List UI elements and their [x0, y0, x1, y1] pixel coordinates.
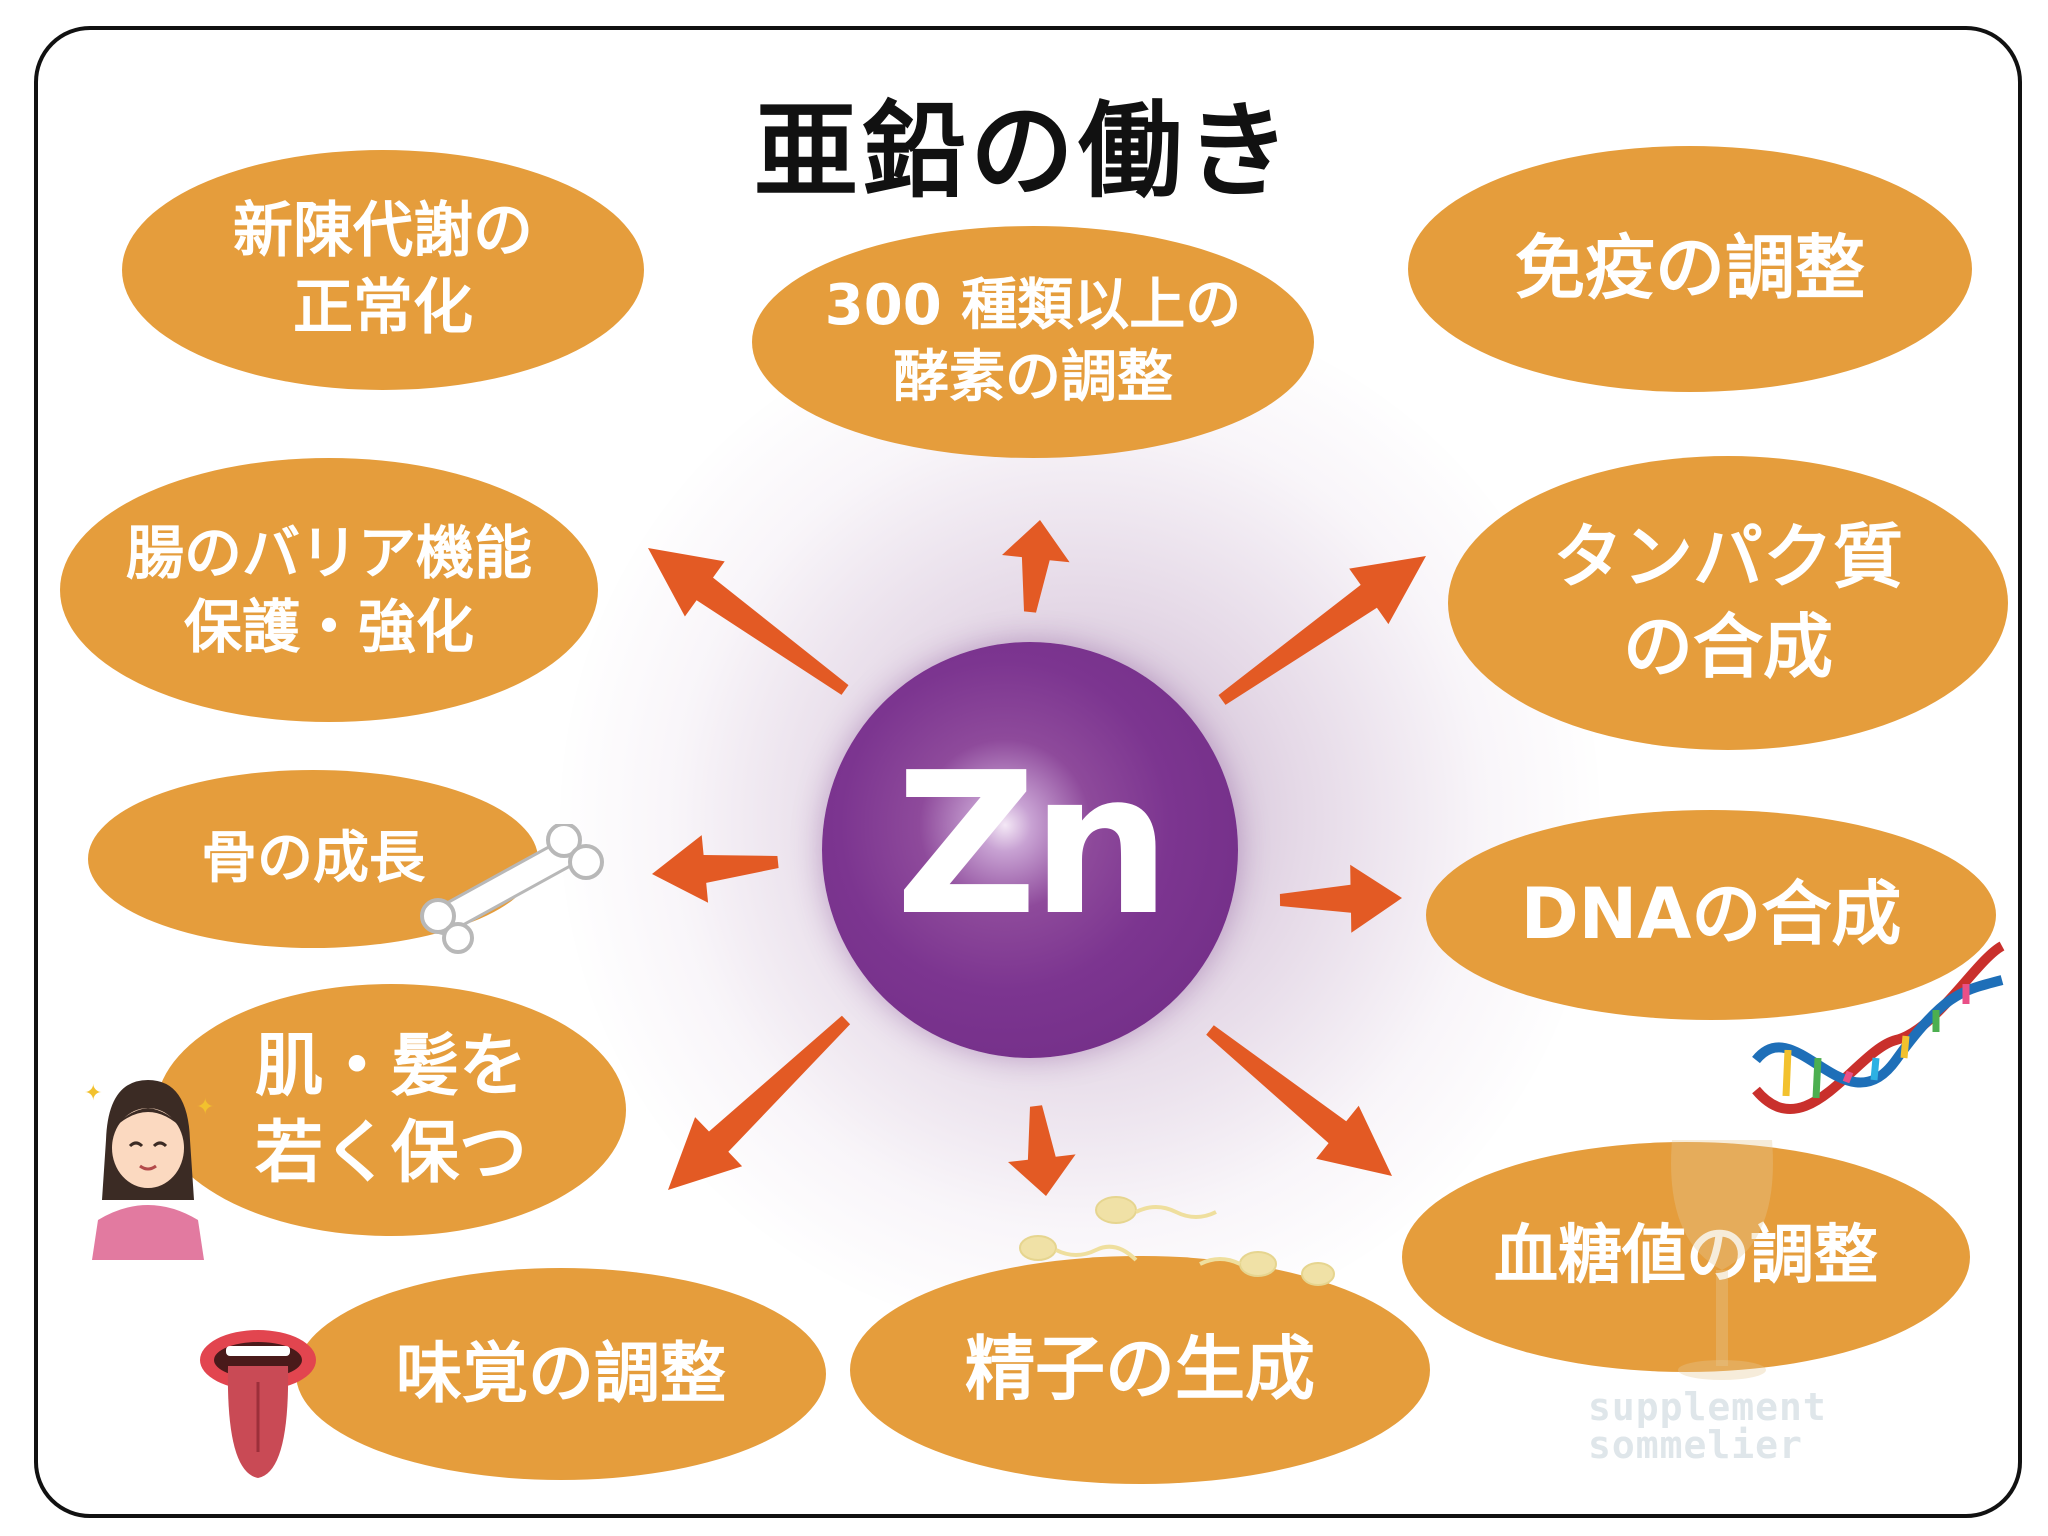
bubble-immune: 免疫の調整: [1408, 146, 1972, 392]
bubble-blood-sugar-line-1: 血糖値の調整: [1494, 1219, 1878, 1294]
bubble-gut-line-2: 保護・強化: [183, 593, 474, 661]
arrow-left: [652, 835, 779, 903]
wine-glass-icon: [1671, 1140, 1773, 1380]
sperm-icon: [1019, 1196, 1335, 1286]
dna-icon: [1752, 941, 2005, 1114]
arrow-down-left: [668, 1015, 851, 1190]
bubble-skin-line-1: 肌・髪を: [254, 1026, 527, 1106]
watermark: supplement sommelier: [1588, 1388, 1827, 1464]
zn-sphere: Zn: [822, 642, 1238, 1058]
bubble-enzyme-line-2: 酵素の調整: [893, 345, 1173, 410]
bubble-gut: 腸のバリア機能 保護・強化: [60, 458, 598, 722]
bubble-protein-line-2: の合成: [1623, 606, 1833, 688]
bubble-blood-sugar: 血糖値の調整: [1402, 1142, 1970, 1372]
bubble-metabolism-line-1: 新陳代謝の: [233, 196, 533, 267]
bubble-gut-line-1: 腸のバリア機能: [125, 518, 532, 587]
bubble-metabolism-line-2: 正常化: [293, 273, 473, 343]
arrow-up-right: [1218, 556, 1426, 705]
watermark-line-1: supplement: [1588, 1385, 1827, 1429]
svg-text:✦: ✦: [196, 1095, 214, 1120]
bubble-protein-line-1: タンパク質: [1553, 516, 1903, 599]
arrow-up: [1002, 520, 1070, 613]
arrow-down: [1008, 1105, 1076, 1196]
bubble-bone-line-1: 骨の成長: [201, 826, 425, 892]
tongue-icon: [200, 1330, 316, 1478]
bubble-taste-line-1: 味覚の調整: [396, 1334, 726, 1412]
bubble-skin: 肌・髪を 若く保つ: [156, 984, 626, 1236]
bubble-immune-line-1: 免疫の調整: [1515, 227, 1865, 310]
bubble-taste: 味覚の調整: [296, 1268, 826, 1480]
bubble-metabolism: 新陳代謝の 正常化: [122, 150, 644, 390]
arrow-down-right: [1206, 1025, 1392, 1176]
zn-label: Zn: [895, 731, 1171, 959]
page-title: 亜鉛の働き: [753, 90, 1294, 212]
bubble-dna: DNAの合成: [1426, 810, 1996, 1020]
bubble-sperm-line-1: 精子の生成: [965, 1328, 1315, 1411]
bubble-dna-line-1: DNAの合成: [1520, 873, 1902, 956]
arrow-right: [1279, 864, 1402, 933]
svg-text:✦: ✦: [84, 1081, 102, 1106]
bubble-enzyme: 300 種類以上の 酵素の調整: [752, 226, 1314, 458]
bubble-skin-line-2: 若く保つ: [254, 1114, 527, 1193]
woman-icon: ✦ ✦: [84, 1080, 214, 1260]
bubble-enzyme-line-1: 300 種類以上の: [824, 273, 1242, 339]
arrow-up-left: [648, 548, 849, 695]
bubble-sperm: 精子の生成: [850, 1256, 1430, 1484]
bubble-protein: タンパク質 の合成: [1448, 456, 2008, 750]
watermark-line-2: sommelier: [1588, 1423, 1803, 1467]
bone-icon: [420, 824, 604, 954]
